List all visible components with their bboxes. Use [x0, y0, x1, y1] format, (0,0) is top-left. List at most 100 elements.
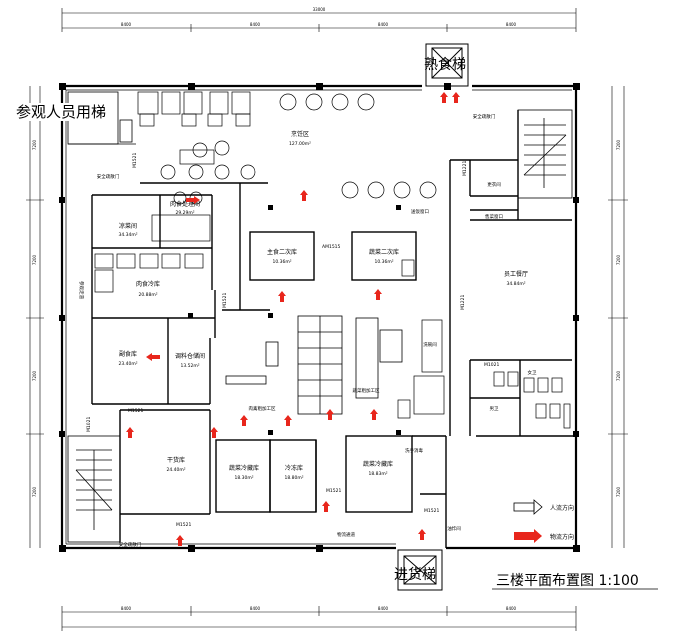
room-area-5: 24.40m² [166, 467, 185, 473]
room-name-7: 冷冻库 [285, 464, 303, 472]
dish-window-label: 售菜窗口 [485, 213, 503, 220]
left-bottom-stair [67, 435, 121, 543]
goods-elevator-shaft [397, 549, 443, 591]
top-dimension-lines [61, 8, 577, 32]
bottom-dim-1: 8400 [121, 606, 132, 611]
dish-wash-label: 洗碗间 [423, 341, 437, 348]
room-area-9: 10.36m² [272, 259, 291, 265]
room-name-3: 副食库 [119, 350, 137, 358]
left-dim-2: 7200 [32, 254, 37, 265]
center-counter [225, 315, 403, 415]
small-labels: 安全疏散门 安全疏散门 安全疏散门 肉禽粗加工区 蔬菜粗加工区 女卫 男卫 更衣… [97, 113, 537, 548]
room-name-4: 调料仓储间 [175, 352, 205, 360]
door-tag-8: M1521 [176, 522, 191, 528]
door-tag-9: M1521 [326, 488, 341, 494]
columns [59, 83, 580, 552]
meat-pre-label: 肉禽粗加工区 [249, 405, 276, 412]
room-area-10: 10.36m² [374, 259, 393, 265]
red-arrow [374, 289, 382, 300]
room-area-0: 29.29m² [175, 210, 194, 216]
room-area-4: 13.52m² [180, 363, 199, 369]
room-area-6: 18.30m² [234, 475, 253, 481]
red-arrow [322, 501, 330, 512]
red-arrow [300, 190, 308, 201]
red-arrow [418, 529, 426, 540]
visitor-corridor-label: 参观走道 [78, 281, 85, 299]
side-dimension-lines [26, 86, 628, 548]
door-tag-1: M1521 [222, 293, 228, 308]
right-dim-3: 7200 [616, 370, 621, 381]
interior-walls [91, 110, 576, 548]
red-arrow [146, 353, 160, 361]
door-tags: M1521 M1521 M1521 M1221 M1221 M1021 M102… [86, 153, 499, 528]
red-arrow [186, 196, 200, 204]
red-arrow [210, 427, 218, 438]
top-dim-1: 8400 [121, 22, 132, 27]
veg-pre-label: 蔬菜粗加工区 [353, 387, 380, 394]
right-dim-1: 7200 [616, 139, 621, 150]
room-name-1: 凉菜间 [119, 222, 137, 230]
room-area-2: 20.88m² [138, 292, 157, 298]
left-dim-3: 7200 [32, 370, 37, 381]
door-tag-5: M1021 [86, 417, 92, 432]
door-tag-2: M1521 [128, 408, 143, 414]
visitor-elevator-label: 参观人员用梯 [16, 103, 107, 121]
right-dim-2: 7200 [616, 254, 621, 265]
room-name-9: 主食二次库 [267, 248, 297, 256]
right-top-stair [517, 109, 573, 199]
right-dim-4: 7200 [616, 486, 621, 497]
safety-exit-top: 安全疏散门 [473, 113, 496, 120]
red-arrow [440, 92, 448, 103]
logistics-corridor-label: 物流通道 [337, 531, 355, 538]
door-tag-4: M1221 [460, 295, 466, 310]
bottom-dim-4: 8400 [506, 606, 517, 611]
room-area-12: 127.00m² [289, 141, 311, 147]
room-area-11: 34.84m² [506, 281, 525, 287]
room-name-11: 员工餐厅 [504, 270, 528, 278]
red-arrow [370, 409, 378, 420]
goods-elevator-label: 进货梯 [394, 567, 436, 583]
red-arrow [126, 427, 134, 438]
door-tag-7: AM1515 [322, 244, 341, 250]
round-tables [160, 93, 437, 205]
top-dim-2: 8400 [250, 22, 261, 27]
bottom-dim-3: 8400 [378, 606, 389, 611]
left-dim-4: 7200 [32, 486, 37, 497]
room-area-8: 18.83m² [368, 471, 387, 477]
room-name-0: 肉食处理间 [170, 200, 200, 208]
door-tag-0: M1521 [132, 153, 138, 168]
safety-exit-left: 安全疏散门 [97, 173, 120, 180]
room-name-10: 蔬菜二次库 [369, 248, 399, 256]
room-name-5: 干货库 [167, 456, 185, 464]
fried-label: 油炸间 [447, 525, 461, 532]
red-arrow [452, 92, 460, 103]
red-arrow [278, 291, 286, 302]
pass-window-label: 送饭窗口 [411, 208, 429, 215]
legend: 人流方向 物流方向 [513, 499, 574, 543]
room-name-6: 蔬菜冷藏库 [229, 464, 259, 472]
room-area-1: 34.34m² [118, 232, 137, 238]
door-tag-6: M1021 [484, 362, 499, 368]
goods-flow-arrows [126, 92, 460, 546]
top-dim-4: 8400 [506, 22, 517, 27]
legend-goods-flow: 物流方向 [550, 533, 574, 541]
room-name-12: 烹饪区 [291, 130, 309, 138]
room-name-2: 肉食冷库 [136, 280, 160, 288]
legend-people-flow: 人流方向 [550, 504, 574, 512]
bottom-dim-2: 8400 [250, 606, 261, 611]
room-area-7: 18.80m² [284, 475, 303, 481]
door-tag-10: M1521 [424, 508, 439, 514]
bottom-dimension-lines [61, 606, 577, 631]
change-room-label: 更衣间 [487, 181, 501, 188]
page-title: 三楼平面布置图 1:100 [496, 573, 639, 589]
toilet-m-label: 男卫 [490, 406, 499, 412]
red-arrow [326, 409, 334, 420]
top-dim-3: 8400 [378, 22, 389, 27]
left-dim-1: 7200 [32, 139, 37, 150]
room-name-8: 蔬菜冷藏库 [363, 460, 393, 468]
kitchen-equipment [94, 91, 445, 419]
sterilize-label: 洗手消毒 [405, 447, 423, 454]
cooked-food-elevator-label: 熟食梯 [424, 57, 466, 73]
room-area-3: 23.40m² [118, 361, 137, 367]
safety-exit-bottom: 安全疏散门 [119, 541, 142, 548]
